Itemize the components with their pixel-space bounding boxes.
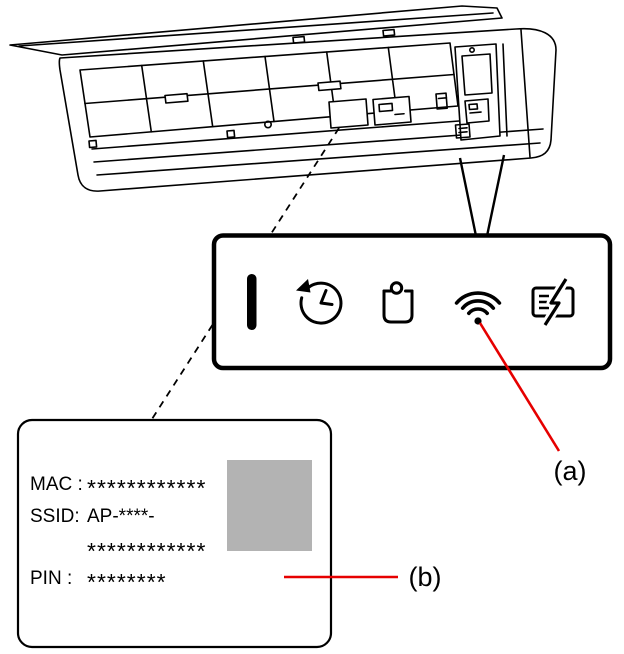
filter-grid-lines [84,46,455,133]
clean-indicator-icon [382,281,414,324]
timer-icon [296,279,343,325]
front-panel-details [88,92,448,149]
callout-b: (b) [284,562,442,592]
ssid-value-line1: AP-****- [87,506,155,527]
front-panel-sensor-dot [263,120,272,129]
callout-a-line [478,322,561,452]
top-hinge-ticks [292,28,396,44]
callout-a: (a) [478,322,587,486]
timer-arrowhead [296,279,311,293]
ssid-key: SSID: [30,506,80,527]
indoor-unit-illustration [9,5,557,192]
compartment-door-line [502,43,508,137]
wifi-arcs [454,291,502,316]
power-indicator-icon [247,274,257,330]
display-flash-icon [531,276,575,328]
rating-sticker-details [378,102,405,116]
clean-dot [389,281,404,295]
control-compartment-screw [468,46,475,53]
open-flap-inner-line [18,12,494,47]
mac-value: ************ [87,475,206,501]
pin-value: ******** [87,569,167,595]
callout-a-text: (a) [554,456,587,486]
open-flap-outline [9,5,503,56]
wifi-info-label: MAC : ************ SSID: AP-****- ******… [16,418,333,649]
unit-endcap-line [520,29,531,158]
flash-bolt [543,278,568,326]
ssid-value-line2: ************ [87,538,206,564]
clean-container [382,289,414,324]
wifi-dot [474,317,482,325]
panel-pointer-lines [458,154,506,237]
pin-key: PIN : [30,568,72,589]
timer-hands [319,289,334,306]
power-indicator-bar [247,274,257,330]
wifi-icon [454,291,502,325]
control-compartment-inner-parts [454,53,493,139]
wifi-label-sticker [328,98,369,129]
callout-b-text: (b) [409,562,442,592]
timer-arc [299,281,343,325]
qr-code-placeholder [227,460,312,551]
indicator-panel [211,233,613,371]
mac-key: MAC : [30,474,83,495]
filter-grid-handles [164,80,342,104]
